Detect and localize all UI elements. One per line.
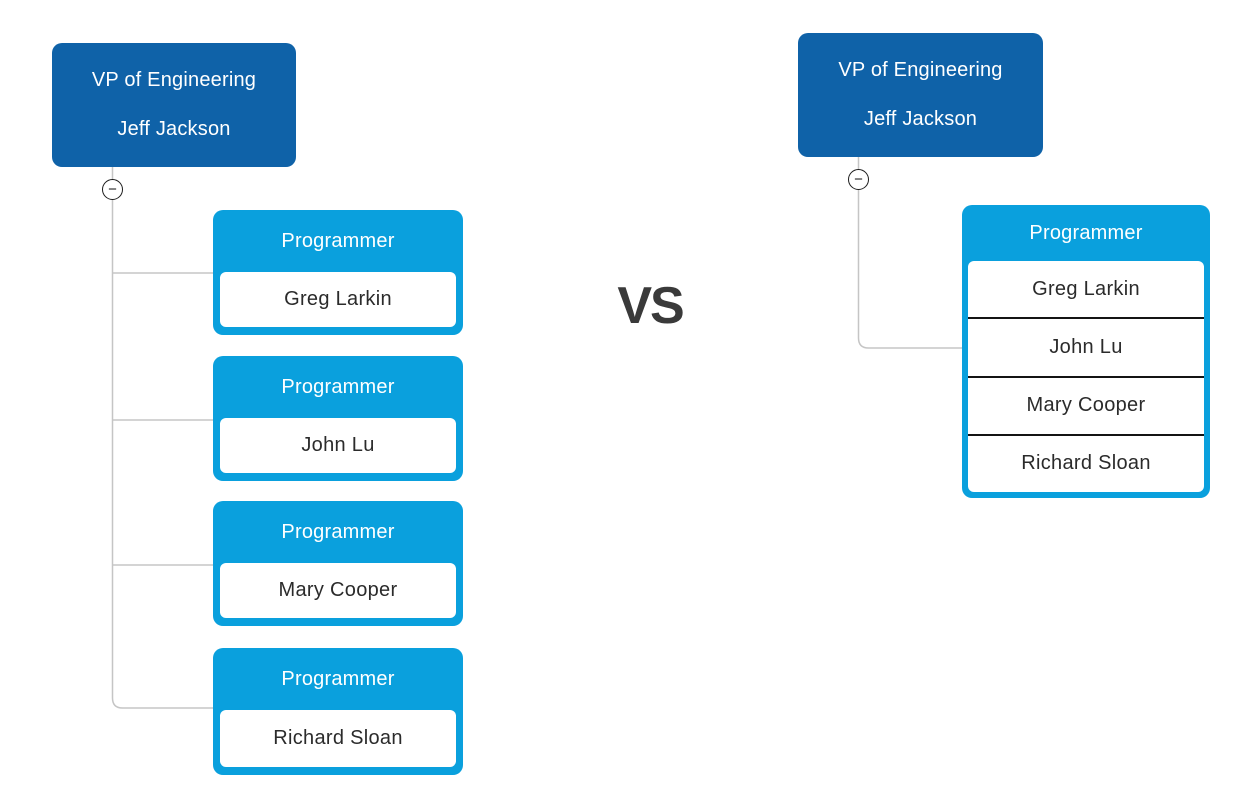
node-body: Richard Sloan [220,710,456,767]
member-row: Richard Sloan [968,433,1204,492]
left-child-node-1[interactable]: Programmer Greg Larkin [213,210,463,335]
member-row: Greg Larkin [1032,277,1140,300]
node-title: Programmer [281,520,395,543]
node-name: Richard Sloan [273,727,403,749]
node-title: Programmer [281,375,395,398]
right-connector-trunk [857,157,962,349]
node-name: Greg Larkin [284,288,392,310]
node-title: Programmer [1029,221,1143,244]
collapse-icon[interactable]: − [102,179,123,200]
node-title: VP of Engineering [838,59,1003,81]
node-body: Mary Cooper [220,563,456,618]
minus-glyph: − [854,171,863,188]
left-child-node-4[interactable]: Programmer Richard Sloan [213,648,463,775]
left-child-node-3[interactable]: Programmer Mary Cooper [213,501,463,626]
node-title: VP of Engineering [91,69,257,91]
node-title: Programmer [281,229,395,252]
minus-glyph: − [108,181,117,198]
member-row: Mary Cooper [968,375,1204,434]
node-body: John Lu [220,418,456,473]
left-root-node[interactable]: VP of Engineering Jeff Jackson [52,43,296,167]
left-child-node-2[interactable]: Programmer John Lu [213,356,463,481]
vs-label: VS [617,277,684,335]
node-name: Jeff Jackson [117,118,231,140]
node-body: Greg Larkin [220,272,456,327]
left-connector-trunk [111,167,213,709]
node-title: Programmer [281,667,395,690]
right-root-node[interactable]: VP of Engineering Jeff Jackson [798,33,1043,157]
node-name: Mary Cooper [278,579,398,601]
node-name: Jeff Jackson [863,108,978,130]
member-row: John Lu [968,317,1204,375]
right-group-node[interactable]: Programmer Greg Larkin John Lu Mary Coop… [962,205,1210,498]
member-list: Greg Larkin John Lu Mary Cooper Richard … [968,261,1204,492]
collapse-icon[interactable]: − [848,169,869,190]
node-name: John Lu [301,434,375,456]
